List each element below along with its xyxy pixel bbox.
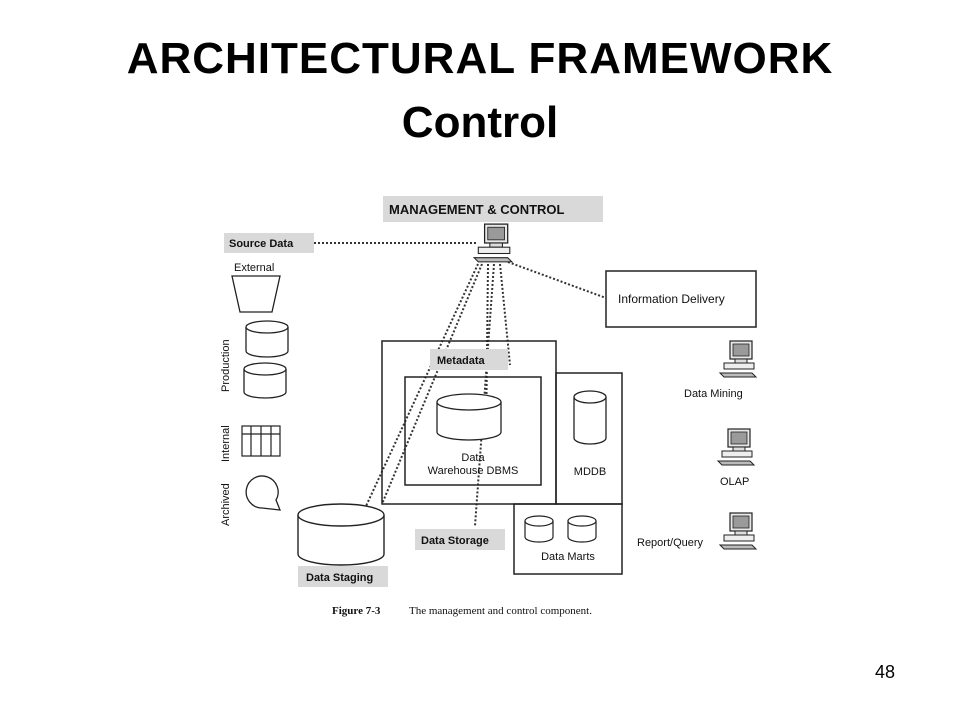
data-mining-computer-icon [719,340,757,378]
data-mart-1-icon [524,515,554,543]
data-mining-label: Data Mining [684,388,743,400]
report-query-label: Report/Query [637,537,704,549]
production-database-2-icon [243,362,287,399]
report-query-computer-icon [719,512,757,550]
information-delivery-label: Information Delivery [618,292,725,306]
data-staging-icon [297,503,385,566]
data-staging-label: Data Staging [306,572,373,584]
data-storage-label-bg [415,529,505,550]
olap-label: OLAP [720,476,749,488]
metadata-label: Metadata [437,355,486,367]
metadata-label-bg [430,349,508,370]
archived-data-icon [245,475,282,511]
data-mart-2-icon [567,515,597,543]
mddb-database-icon [573,390,607,445]
data-staging-label-bg [298,566,388,587]
management-label: MANAGEMENT & CONTROL [389,202,565,217]
olap-computer-icon [717,428,755,466]
slide-title-line1: ARCHITECTURAL FRAMEWORK [126,34,834,83]
internal-data-grid-icon [241,425,281,457]
mddb-label: MDDB [574,466,606,478]
source-data-label: Source Data [229,238,294,250]
production-label: Production [220,339,232,392]
slide-title-line2: Control [401,98,559,147]
data-marts-box [513,503,623,575]
data-storage-label: Data Storage [421,535,489,547]
production-database-icon [245,320,289,358]
figure-number: Figure 7-3 [332,605,381,617]
internal-label: Internal [220,425,232,462]
information-delivery-box [605,270,757,328]
slide-number: 48 [875,662,896,682]
data-marts-label: Data Marts [541,551,595,563]
warehouse-label-line1: Data [461,452,485,464]
warehouse-label-line2: Warehouse DBMS [428,465,519,477]
archived-label: Archived [220,483,232,526]
dbms-box [404,376,542,486]
warehouse-database-icon [436,393,502,441]
external-label: External [234,262,274,274]
management-label-bg [383,196,603,222]
source-data-label-bg [224,233,314,253]
external-source-icon [231,275,281,313]
figure-caption: The management and control component. [409,605,592,617]
management-computer-icon [473,223,513,263]
